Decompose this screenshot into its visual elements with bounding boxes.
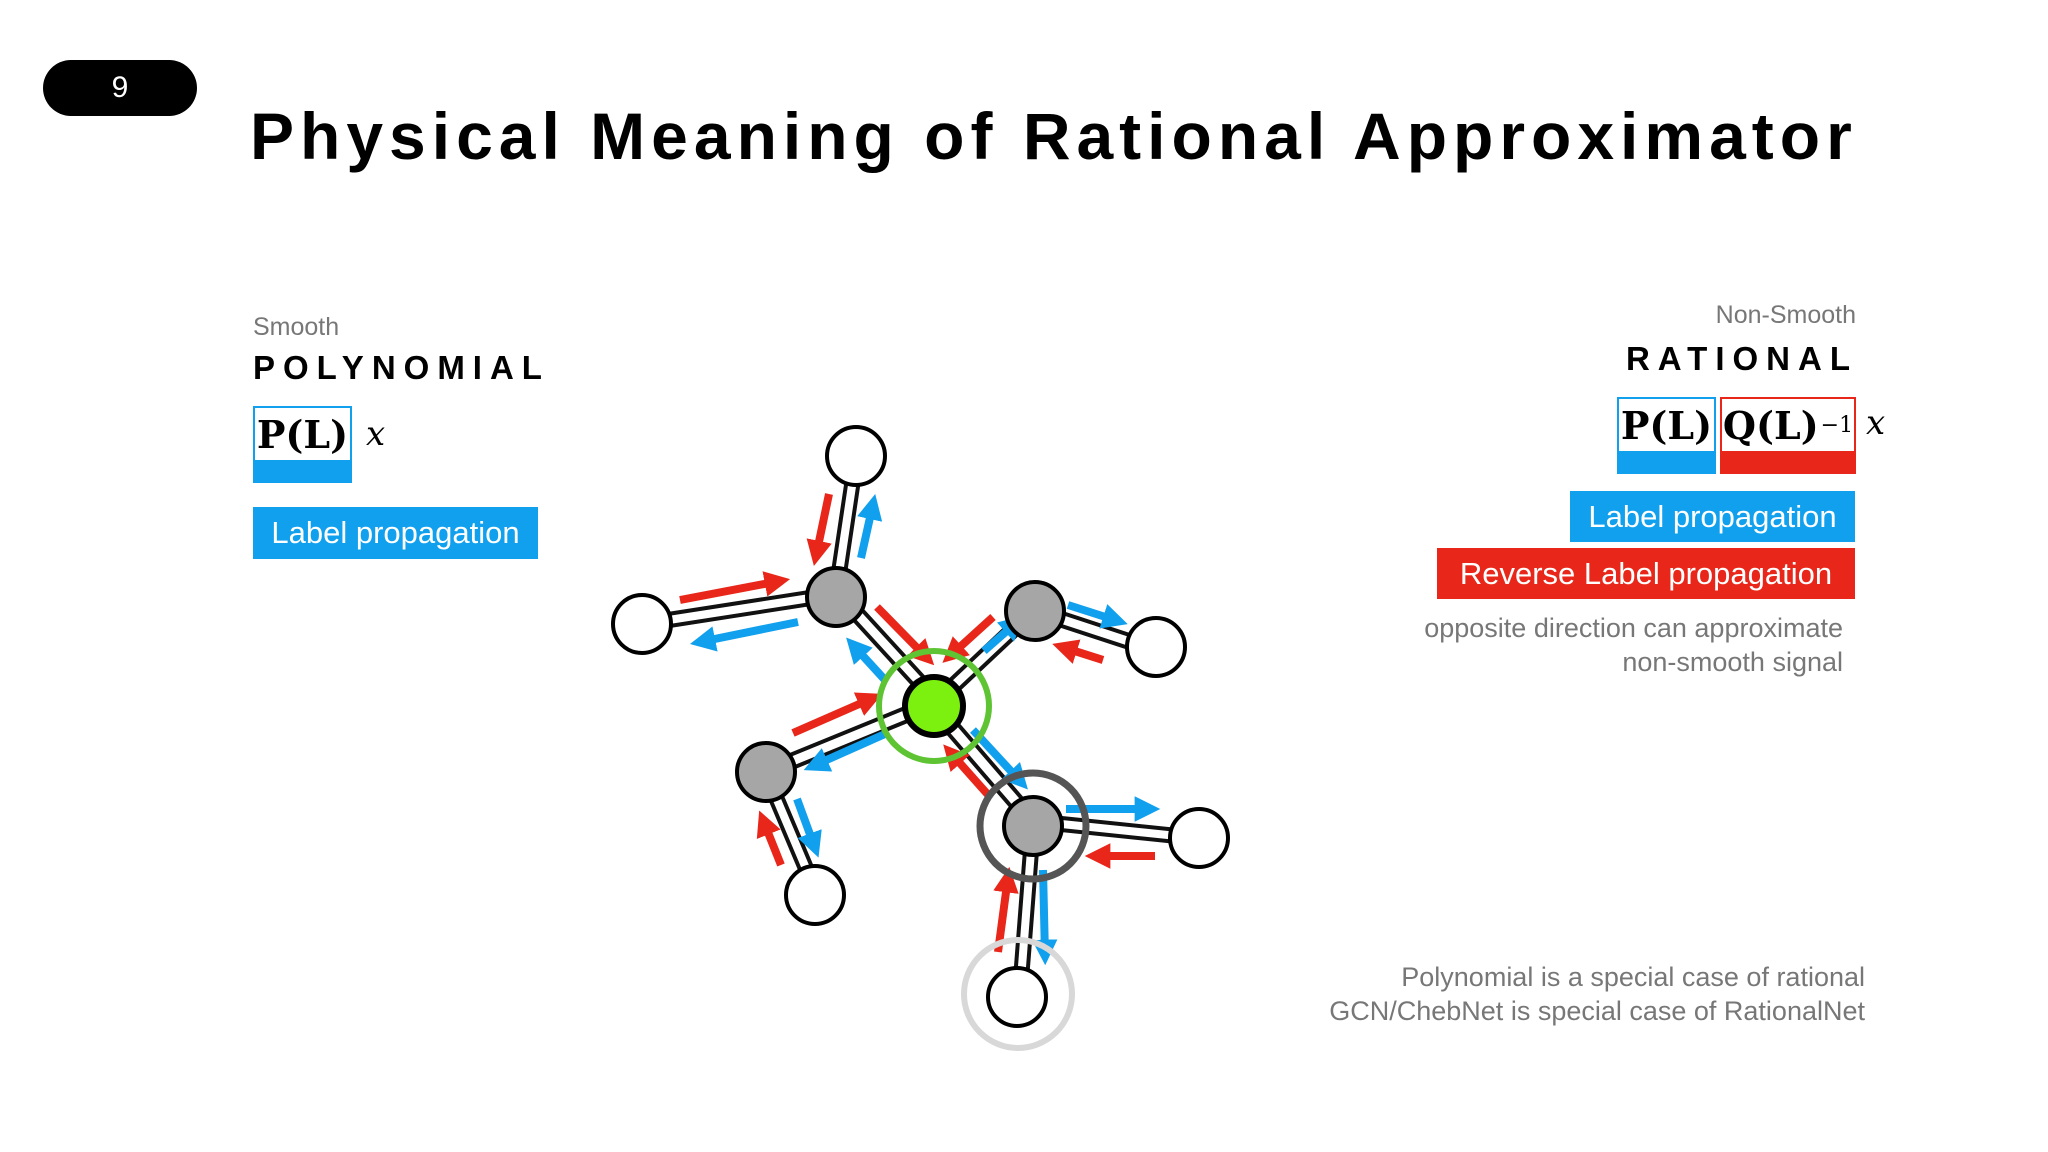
red-arrow-7	[756, 810, 785, 867]
center-highlight-ring	[876, 648, 992, 764]
blue-arrow-3	[846, 637, 888, 683]
red-arrow-4	[942, 614, 996, 663]
leaf-node-far-left	[611, 593, 673, 655]
rational-q-inverse-term: Q(L)−1	[1720, 397, 1856, 453]
rational-heading: RATIONAL	[1625, 340, 1858, 377]
slide-number: 9	[111, 71, 129, 104]
rational-q-term-text: Q(L)	[1722, 402, 1819, 448]
center-node	[902, 674, 966, 738]
blue-arrow-2	[689, 618, 799, 652]
rational-p-term: P(L)	[1617, 397, 1716, 453]
polynomial-label-propagation-tag: Label propagation	[253, 507, 538, 559]
neighbor-node-upper-right	[1004, 580, 1066, 642]
rational-x-variable: x	[1866, 403, 1886, 443]
blue-arrow-6	[803, 730, 887, 772]
non-smooth-caption: Non-Smooth	[1715, 301, 1856, 329]
red-arrow-5	[1052, 639, 1105, 664]
rational-note-line-1: opposite direction can approximate	[1424, 613, 1843, 643]
rational-q-bar	[1720, 453, 1856, 474]
graph-nodes	[611, 425, 1230, 1028]
leaf-node-lower-right	[1168, 807, 1230, 869]
rational-label-propagation-tag: Label propagation	[1570, 491, 1855, 542]
smooth-caption: Smooth	[253, 313, 340, 341]
red-arrow-6	[791, 692, 883, 737]
rational-note-line-2: non-smooth signal	[1622, 647, 1843, 677]
leaf-node-top	[825, 425, 887, 487]
neighbor-node-upper-left	[805, 566, 867, 628]
rational-note: opposite direction can approximate non-s…	[1424, 611, 1843, 679]
polynomial-p-term-text: P(L)	[256, 411, 349, 457]
rational-p-bar	[1617, 453, 1716, 474]
neighbor-node-lower-right	[1002, 795, 1064, 857]
neighbor-highlight-ring	[976, 769, 1090, 883]
blue-arrow-1	[857, 494, 883, 559]
leaf-highlight-ring	[961, 937, 1075, 1051]
red-arrow-1	[806, 493, 833, 567]
leaf-node-right	[1125, 616, 1187, 678]
polynomial-p-bar	[253, 462, 352, 483]
bottom-note-line-2: GCN/ChebNet is special case of RationalN…	[1329, 996, 1865, 1026]
polynomial-x-variable: x	[366, 414, 386, 454]
red-arrow-3	[874, 604, 935, 666]
red-arrow-10	[993, 866, 1019, 953]
rational-reverse-label-propagation-tag: Reverse Label propagation	[1437, 548, 1855, 599]
page-title: Physical Meaning of Rational Approximato…	[250, 99, 1858, 173]
blue-arrow-5	[1066, 601, 1128, 629]
red-arrow-2	[679, 571, 791, 604]
leaf-node-lower-left	[784, 864, 846, 926]
blue-arrow-10	[1031, 869, 1058, 966]
bottom-note-line-1: Polynomial is a special case of rational	[1401, 962, 1865, 992]
rational-q-exponent: −1	[1820, 412, 1854, 438]
rational-p-term-text: P(L)	[1620, 402, 1713, 448]
red-arrow-8	[943, 744, 993, 800]
slide-number-badge: 9	[43, 60, 197, 116]
bottom-note: Polynomial is a special case of rational…	[1329, 960, 1865, 1028]
polynomial-p-term: P(L)	[253, 406, 352, 462]
blue-arrow-7	[793, 797, 822, 858]
polynomial-heading: POLYNOMIAL	[253, 349, 550, 386]
red-reverse-arrows	[679, 493, 1155, 953]
leaf-node-bottom	[986, 966, 1048, 1028]
neighbor-node-lower-left	[735, 741, 797, 803]
edge-upper-left-far-left	[641, 586, 838, 632]
